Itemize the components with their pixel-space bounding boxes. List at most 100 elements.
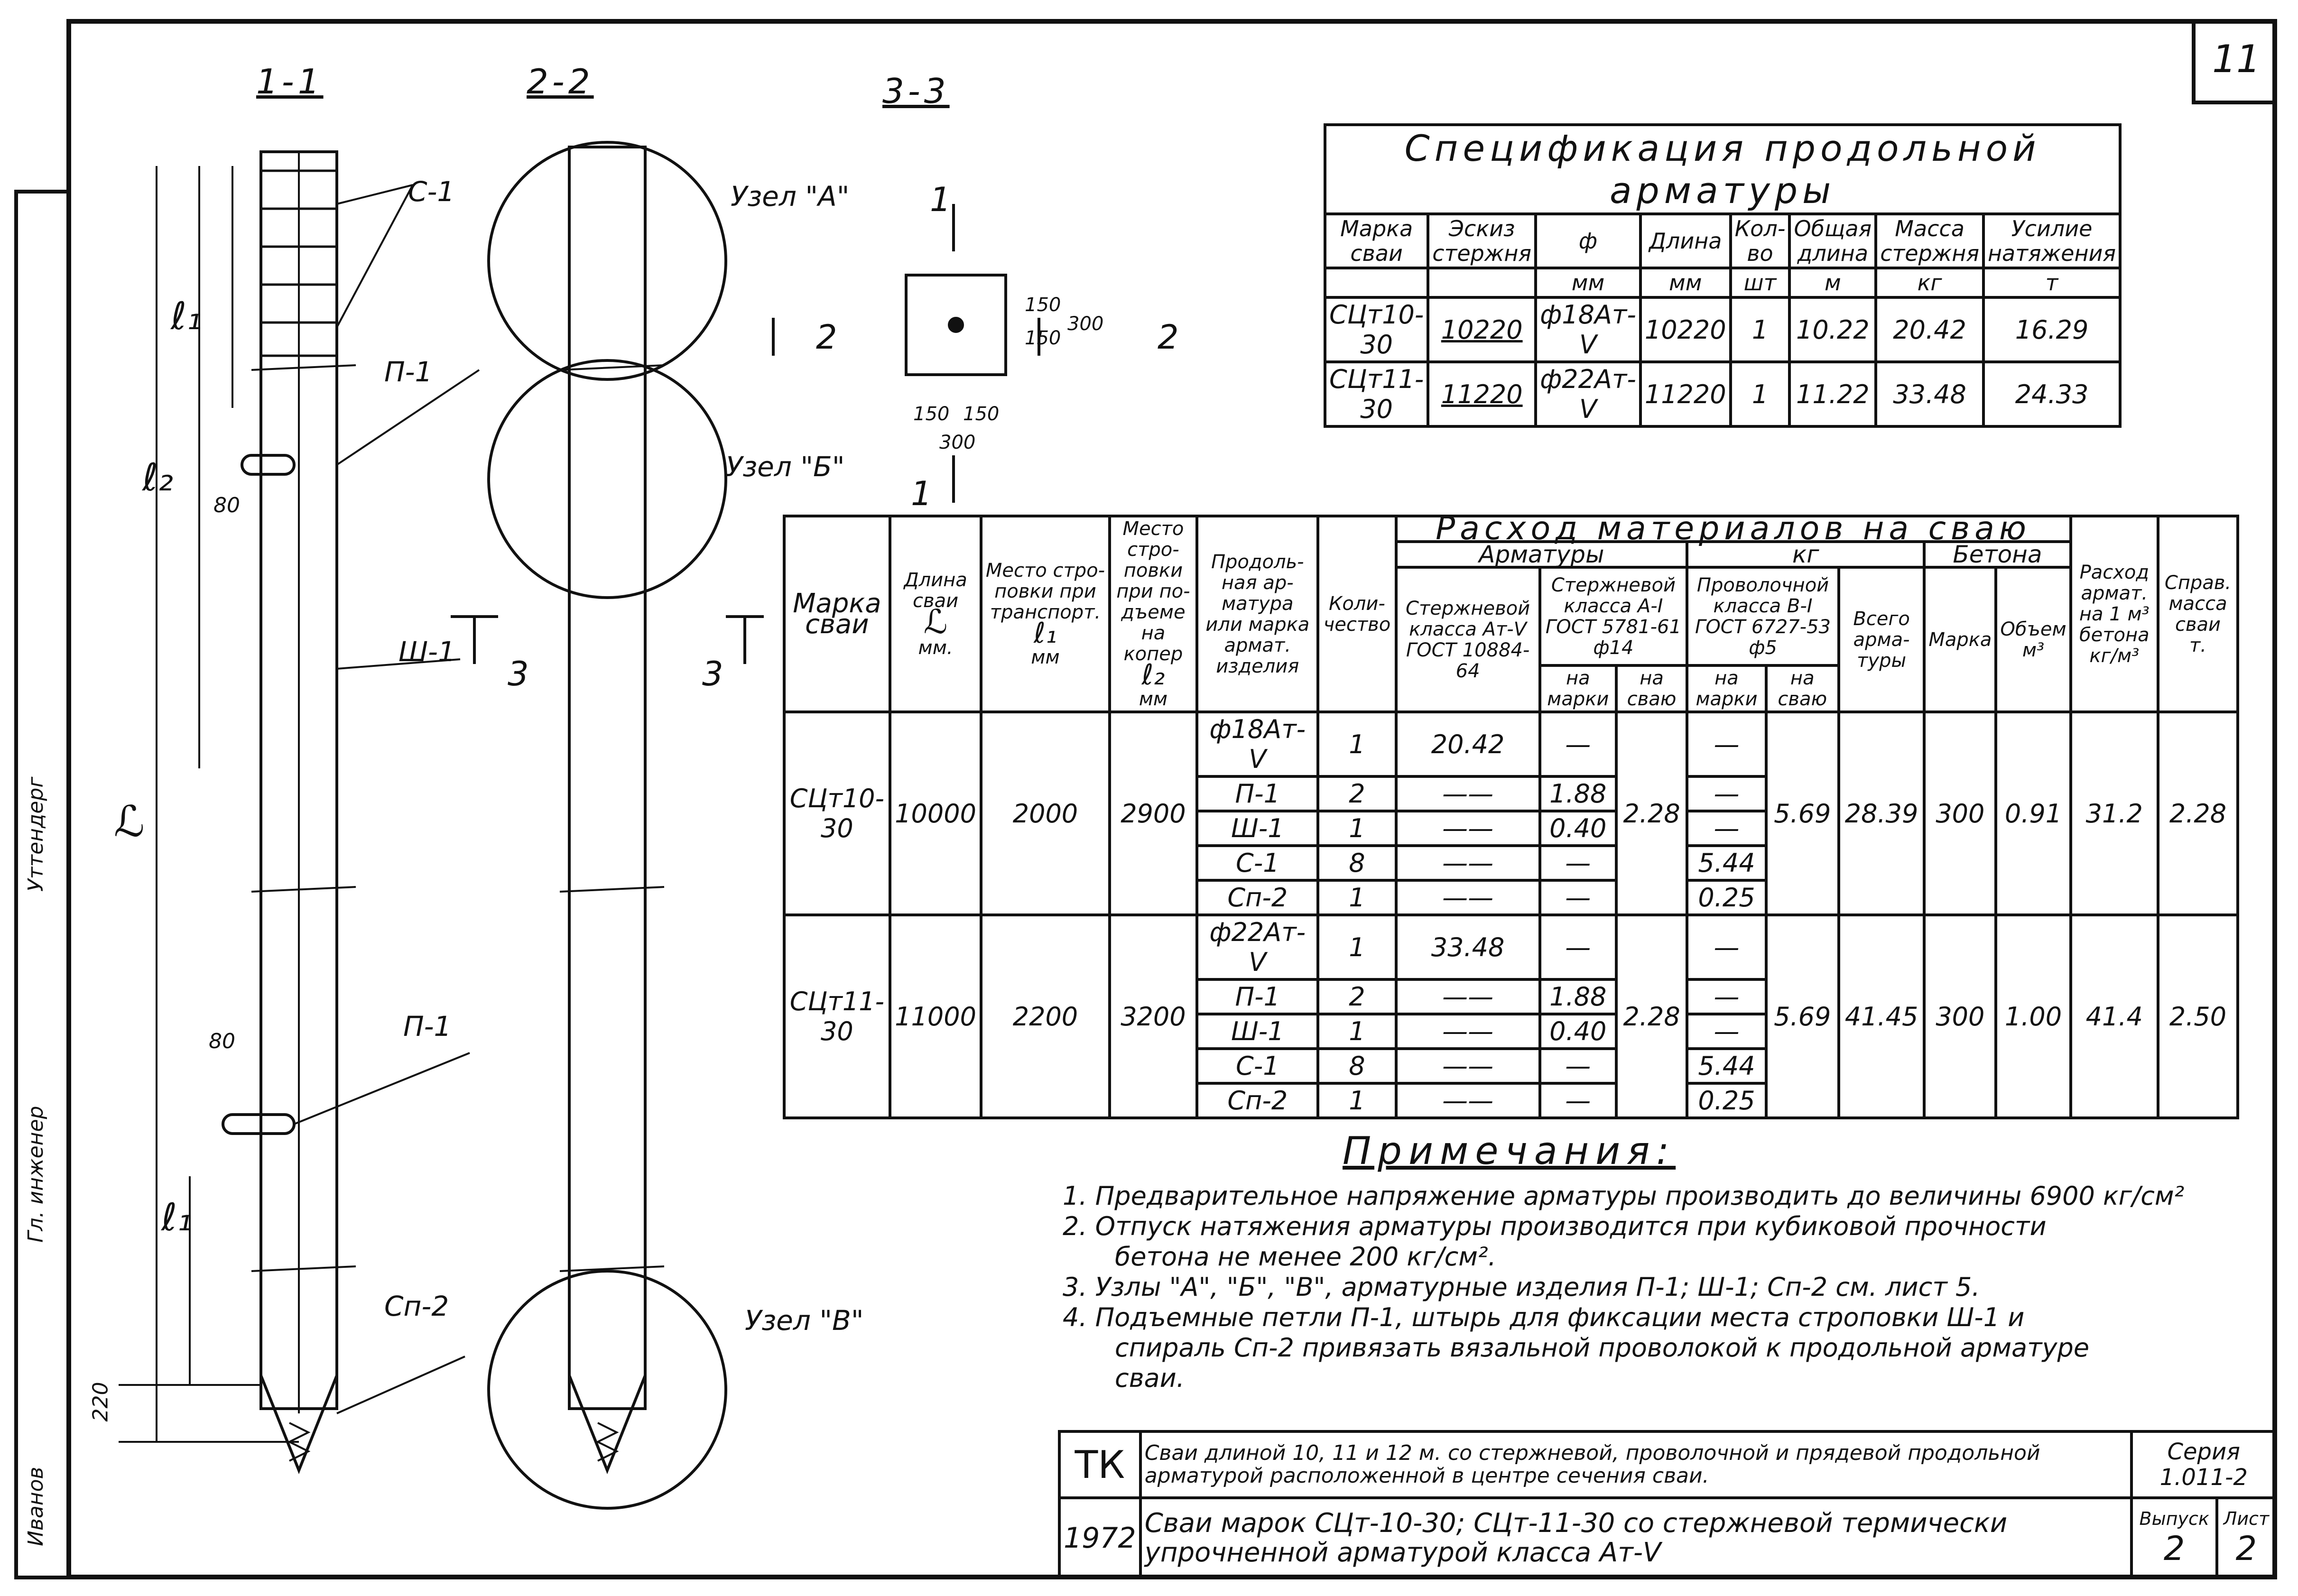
cons-rate: 31.2 xyxy=(2069,710,2159,916)
note-line: 2. Отпуск натяжения арматуры производитс… xyxy=(1063,1211,2047,1241)
dim-300-h: 300 xyxy=(939,432,976,453)
cons-pile-mark: СЦт11-30 xyxy=(783,913,891,1119)
cons-pile-length: 10000 xyxy=(888,710,983,916)
cons-item-wire: — xyxy=(1686,978,1768,1015)
cons-head-conc-mark: Марка xyxy=(1923,566,1998,713)
cons-item-name: Ш-1 xyxy=(1195,810,1320,847)
spec-cell: 20.42 xyxy=(1874,296,1985,363)
cut-label-3-right: 3 xyxy=(702,655,723,693)
dim-l2: ℓ₂ xyxy=(142,455,174,499)
lifting-loop-bottom xyxy=(222,1113,296,1135)
cons-item-rod5: —— xyxy=(1394,810,1541,847)
cons-pile-l1: 2200 xyxy=(980,913,1111,1119)
cons-item-rod5: —— xyxy=(1394,1047,1541,1085)
side-label-1: Гл. инженер xyxy=(24,1106,48,1243)
sheet-number: 11 xyxy=(2192,19,2277,104)
cons-item-a1: 0.40 xyxy=(1538,1013,1618,1050)
cons-head-per-mark: на марки xyxy=(1538,664,1618,713)
cons-mass: 2.28 xyxy=(2156,710,2240,916)
dim-L: ℒ xyxy=(114,797,145,847)
spec-cell: ф22Ат-Ⅴ xyxy=(1534,360,1642,428)
cons-item-a1: — xyxy=(1538,710,1618,778)
cons-conc-mark: 300 xyxy=(1923,913,1998,1119)
dim-150-v1: 150 xyxy=(1025,294,1061,316)
spec-table: Спецификация продольной арматуры Марка с… xyxy=(1323,123,2122,428)
cons-item-qty: 1 xyxy=(1316,879,1398,916)
spec-head-length: Длина xyxy=(1639,212,1732,269)
label-sh1: Ш-1 xyxy=(398,636,455,668)
dim-150-a: 150 xyxy=(913,403,950,425)
cons-item-wire: — xyxy=(1686,913,1768,981)
cons-conc-mark: 300 xyxy=(1923,710,1998,916)
cons-item-rod5: —— xyxy=(1394,775,1541,812)
spec-head-total-length: Общая длина xyxy=(1788,212,1878,269)
label-node-a: Узел "А" xyxy=(731,180,850,212)
table-row: С-1 8 —— — 5.44 xyxy=(784,844,2238,882)
cut-label-2-right: 2 xyxy=(1158,318,1179,357)
cons-item-rod5: —— xyxy=(1394,978,1541,1015)
cons-head-total: Всего арма-туры xyxy=(1837,566,1926,713)
cons-item-rod5: 33.48 xyxy=(1394,913,1541,981)
cons-item-name: ф18Ат-Ⅴ xyxy=(1195,710,1320,778)
spec-head-dia: ф xyxy=(1534,212,1642,269)
dim-l1: ℓ₁ xyxy=(171,294,202,338)
label-c1: С-1 xyxy=(408,175,455,208)
side-label-2: Уттендерг xyxy=(24,776,48,892)
cons-item-a1: — xyxy=(1538,1047,1618,1085)
cons-pile-length: 11000 xyxy=(888,913,983,1119)
cons-pile-l2: 2900 xyxy=(1108,710,1199,916)
spec-head-force: Усилие натяжения xyxy=(1982,212,2122,269)
dim-e1: ℓ₁ xyxy=(161,1195,193,1239)
spec-cell: 11220 xyxy=(1639,360,1732,428)
cons-group-concrete: Бетона xyxy=(1923,540,2072,569)
table-row: П-1 2 —— 1.88 — xyxy=(784,978,2238,1015)
spec-cell: 11220 xyxy=(1427,360,1538,428)
spec-cell: 1 xyxy=(1729,296,1791,363)
table-row: П-1 2 —— 1.88 — xyxy=(784,775,2238,812)
pile-tip-1 xyxy=(259,1375,338,1475)
spec-unit-3: мм xyxy=(1639,267,1732,299)
note-line: бетона не менее 200 кг/см². xyxy=(1115,1242,1496,1272)
cons-item-wire: 5.44 xyxy=(1686,844,1768,882)
spec-head-mark: Марка сваи xyxy=(1323,212,1430,269)
spec-cell: 10220 xyxy=(1639,296,1732,363)
cons-item-rod5: —— xyxy=(1394,1013,1541,1050)
cons-item-name: Ш-1 xyxy=(1195,1013,1320,1050)
spec-row: СЦт10-30 10220 ф18Ат-Ⅴ 10220 1 10.22 20.… xyxy=(1323,296,2122,363)
cons-head-wire: Проволочной класса В-Ⅰ ГОСТ 6727-53 ф5 xyxy=(1686,566,1840,667)
cons-item-qty: 8 xyxy=(1316,844,1398,882)
cons-head-qty: Коли-чество xyxy=(1316,515,1398,713)
title-desc1: Сваи длиной 10, 11 и 12 м. со стержневой… xyxy=(1139,1430,2133,1499)
cons-head-per-pile: на сваю xyxy=(1764,664,1840,713)
cons-total: 28.39 xyxy=(1837,710,1926,916)
cut-label-1-top: 1 xyxy=(930,180,951,219)
cons-group-kg: кг xyxy=(1686,540,1926,569)
cons-item-wire: — xyxy=(1686,810,1768,847)
spec-head-qty: Кол-во xyxy=(1729,212,1791,269)
cons-item-qty: 1 xyxy=(1316,810,1398,847)
title-tk: ТК xyxy=(1058,1430,1142,1499)
cons-item-name: Сп-2 xyxy=(1195,879,1320,916)
cons-pile-l1: 2000 xyxy=(980,710,1111,916)
cons-item-qty: 1 xyxy=(1316,710,1398,778)
cons-item-a1: 0.40 xyxy=(1538,810,1618,847)
cons-volume: 1.00 xyxy=(1994,913,2072,1119)
spec-unit-2: мм xyxy=(1534,267,1642,299)
spec-cell: 10220 xyxy=(1427,296,1538,363)
cons-head-prod: Продоль-ная ар-матура или марка армат. и… xyxy=(1195,515,1320,713)
spec-cell: 11.22 xyxy=(1788,360,1878,428)
table-row: СЦт10-30 10000 2000 2900 ф18Ат-Ⅴ 1 20.42… xyxy=(783,710,2240,916)
cons-item-name: С-1 xyxy=(1195,844,1320,882)
notes-title: Примечания: xyxy=(1343,1129,1676,1173)
node-b-circle xyxy=(487,359,727,599)
spec-cell: 24.33 xyxy=(1982,360,2122,428)
spec-cell: СЦт11-30 xyxy=(1323,360,1430,428)
cons-item-rod5: —— xyxy=(1394,844,1541,882)
